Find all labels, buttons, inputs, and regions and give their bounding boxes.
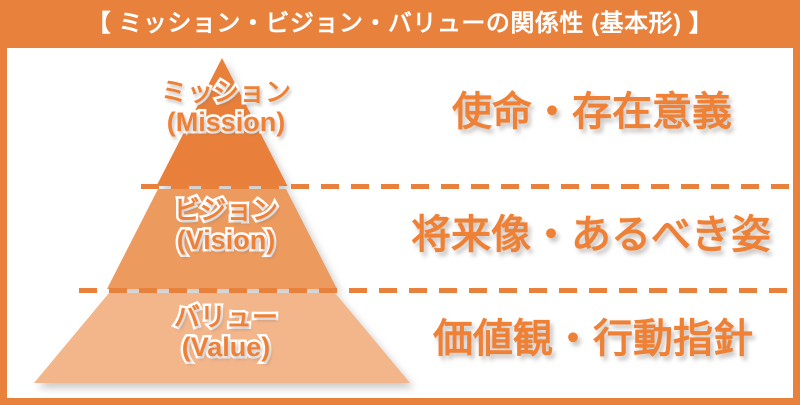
pyramid-label-mission-ja: ミッション	[158, 75, 293, 109]
pyramid-label-mission-en: (Mission)	[164, 105, 288, 140]
pyramid-label-vision-ja: ビジョン	[171, 193, 280, 227]
frame-border-bottom	[0, 398, 800, 405]
description-mission: 使命・存在意義	[449, 89, 736, 136]
frame-border-left	[0, 48, 7, 405]
pyramid-tier-mission	[156, 58, 288, 186]
frame-border-right	[793, 48, 800, 405]
pyramid-label-value: バリュー (Value)	[91, 300, 361, 365]
pyramid-tier-value	[34, 293, 410, 383]
description-value: 価値観・行動指針	[430, 316, 757, 363]
pyramid-label-vision: ビジョン (Vision)	[91, 193, 361, 258]
description-vision: 将来像・あるべき姿	[408, 212, 775, 259]
diagram-body: ミッション (Mission) ビジョン (Vision) バリュー (Valu…	[7, 48, 793, 398]
pyramid-graphic	[34, 58, 410, 383]
pyramid-label-vision-en: (Vision)	[174, 223, 278, 258]
pyramid-tier-vision	[107, 189, 337, 289]
pyramid-label-value-en: (Value)	[179, 330, 273, 365]
divider-mission-vision	[141, 184, 793, 189]
divider-vision-value	[79, 288, 793, 293]
page-title: 【 ミッション・ビジョン・バリューの関係性 (基本形) 】	[86, 10, 714, 37]
pyramid-label-mission: ミッション (Mission)	[91, 75, 361, 140]
header-bar: 【 ミッション・ビジョン・バリューの関係性 (基本形) 】	[0, 0, 800, 48]
pyramid-label-value-ja: バリュー	[171, 300, 280, 334]
